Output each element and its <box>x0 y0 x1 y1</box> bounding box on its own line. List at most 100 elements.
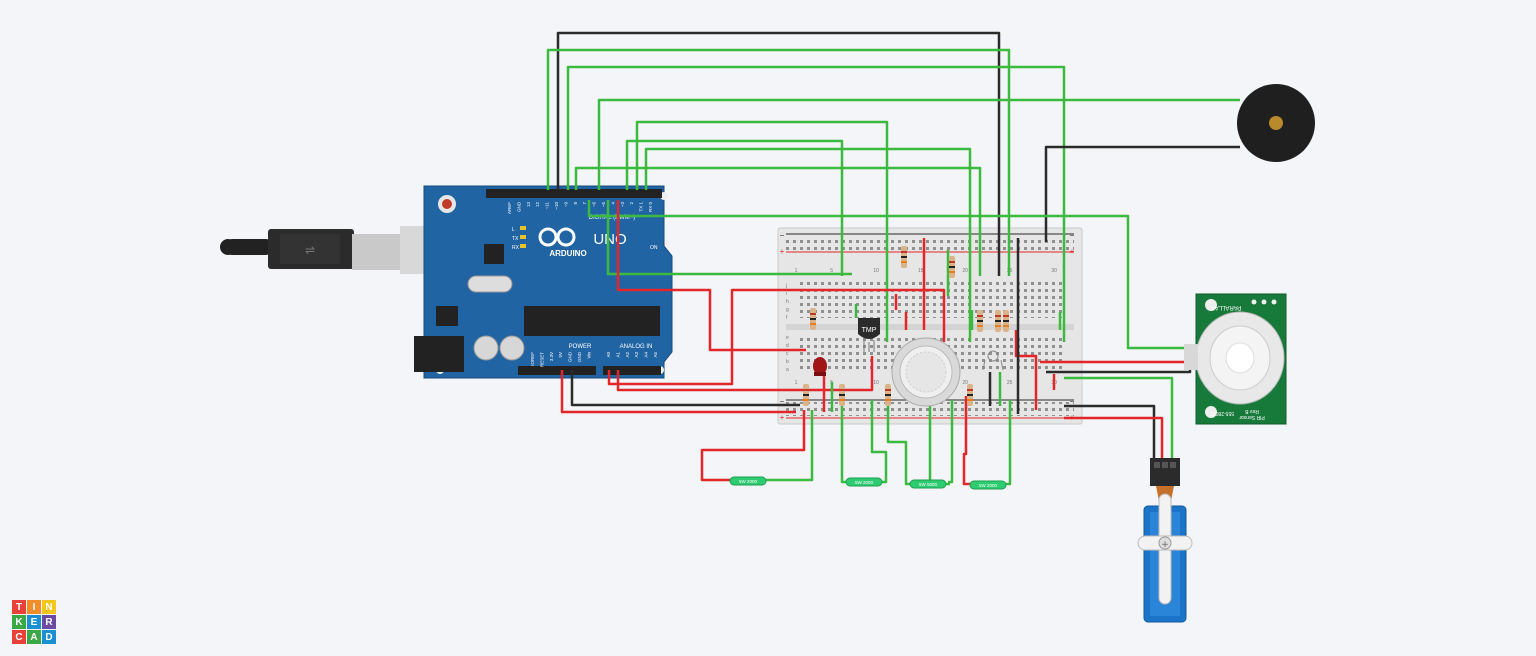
wire[interactable] <box>644 147 972 342</box>
power-header[interactable] <box>518 366 596 375</box>
wire[interactable] <box>616 200 806 352</box>
resistor[interactable] <box>949 256 955 278</box>
temp-sensor-label: TMP <box>862 327 877 334</box>
wire[interactable] <box>570 370 800 407</box>
wire[interactable] <box>948 400 954 484</box>
wire[interactable] <box>607 288 946 386</box>
breadboard-row-label: i <box>786 291 787 297</box>
breadboard-components[interactable]: TMP <box>803 246 1009 407</box>
wire[interactable] <box>635 120 889 342</box>
digital-label: DIGITAL (PWM~) <box>589 215 636 221</box>
atmega-chip <box>524 306 660 336</box>
pir-rev: Rev B <box>1245 408 1259 414</box>
resistor-r4[interactable]: 5W 2000 <box>969 480 1007 490</box>
rail-sign: − <box>1070 397 1075 406</box>
wire[interactable] <box>700 410 806 482</box>
resistor[interactable] <box>995 310 1001 332</box>
resistor[interactable] <box>901 246 907 268</box>
arduino-uno-board[interactable] <box>414 185 673 379</box>
arduino-logo-icon <box>538 227 558 247</box>
digital-pin-label: 12 <box>535 202 540 208</box>
piezo-buzzer[interactable] <box>1237 84 1315 162</box>
rail-sign: + <box>780 247 785 256</box>
wire[interactable] <box>1064 404 1156 458</box>
resistor-label: 5W 2000 <box>739 479 758 484</box>
wire[interactable] <box>597 98 1240 190</box>
breadboard-row-label: h <box>786 299 789 305</box>
wire[interactable] <box>560 370 796 414</box>
wire[interactable] <box>556 31 1001 276</box>
analog-pin-label: A1 <box>615 352 620 358</box>
wire[interactable] <box>1064 376 1174 458</box>
power-pin-label: Vin <box>586 352 591 359</box>
red-led[interactable] <box>813 357 827 376</box>
resistor[interactable] <box>803 384 809 406</box>
power-pin-label: RESET <box>539 352 544 367</box>
pir-sensor[interactable] <box>1184 293 1287 425</box>
digital-pin-label: ~9 <box>563 202 568 208</box>
resistor[interactable] <box>977 310 983 332</box>
wire[interactable] <box>625 139 844 276</box>
wire[interactable] <box>962 396 972 486</box>
breadboard-col-number: 20 <box>962 380 968 386</box>
resistor[interactable] <box>885 384 891 406</box>
power-pin-label: IOREF <box>530 352 535 366</box>
wire[interactable] <box>616 356 874 392</box>
resistor-label: 5W 2000 <box>855 480 874 485</box>
resistor[interactable] <box>810 308 816 330</box>
digital-pin-label: GND <box>516 201 521 212</box>
servo-motor[interactable]: + <box>1137 458 1193 623</box>
wire[interactable] <box>587 200 1190 350</box>
wire[interactable] <box>1014 330 1038 410</box>
resistor-r1[interactable]: 5W 2000 <box>729 476 767 486</box>
resistor[interactable] <box>839 384 845 406</box>
analog-pin-label: A3 <box>634 352 639 358</box>
usb-cable[interactable]: ⇌ <box>220 226 436 274</box>
wire[interactable] <box>886 404 912 486</box>
rail-sign: + <box>780 413 785 422</box>
wire[interactable] <box>546 48 1011 276</box>
wire[interactable] <box>606 200 852 276</box>
resistor[interactable] <box>1003 310 1009 332</box>
analog-pin-label: A0 <box>606 352 611 358</box>
photoresistor[interactable] <box>982 350 1004 371</box>
gas-sensor[interactable] <box>891 337 961 407</box>
digital-pin-label: ~3 <box>620 202 625 208</box>
rail-sign: − <box>1070 231 1075 240</box>
power-pin-label: 3.3V <box>549 352 554 361</box>
digital-pin-label: ~6 <box>592 202 597 208</box>
led-label: RX <box>512 245 520 251</box>
wire[interactable] <box>766 410 814 482</box>
digital-pin-label: 7 <box>582 202 587 205</box>
resistor-r3[interactable]: 5W 5000 <box>909 479 947 489</box>
digital-header[interactable] <box>486 189 662 198</box>
breadboard-col-number: 5 <box>830 268 833 274</box>
wire[interactable] <box>574 166 982 276</box>
wire[interactable] <box>1044 145 1240 242</box>
power-label: POWER <box>569 344 592 350</box>
resistor[interactable] <box>967 384 973 406</box>
reset-button[interactable] <box>442 199 452 209</box>
analog-header[interactable] <box>603 366 661 375</box>
temperature-sensor[interactable]: TMP <box>858 318 880 352</box>
wires[interactable] <box>546 31 1240 486</box>
wire[interactable] <box>870 400 888 484</box>
breadboard-row-label: j <box>785 283 787 289</box>
rail-sign: − <box>780 231 785 240</box>
resistor-label: 5W 5000 <box>919 482 938 487</box>
svg-text:+: + <box>1161 540 1169 550</box>
breadboard-row-label: d <box>786 343 789 349</box>
wire[interactable] <box>566 65 1066 342</box>
power-pin-label: GND <box>577 351 582 362</box>
resistor-label: 5W 2000 <box>979 483 998 488</box>
resistor-r2[interactable]: 5W 2000 <box>845 477 883 487</box>
wire[interactable] <box>1064 416 1164 458</box>
digital-pin-label: 13 <box>526 202 531 208</box>
power-jack[interactable] <box>414 336 464 372</box>
digital-pin-label: ~10 <box>554 202 559 210</box>
digital-pin-label: AREF <box>507 202 512 214</box>
logo-letter: I <box>27 600 41 614</box>
pir-title: PIR Sensor <box>1239 414 1265 420</box>
